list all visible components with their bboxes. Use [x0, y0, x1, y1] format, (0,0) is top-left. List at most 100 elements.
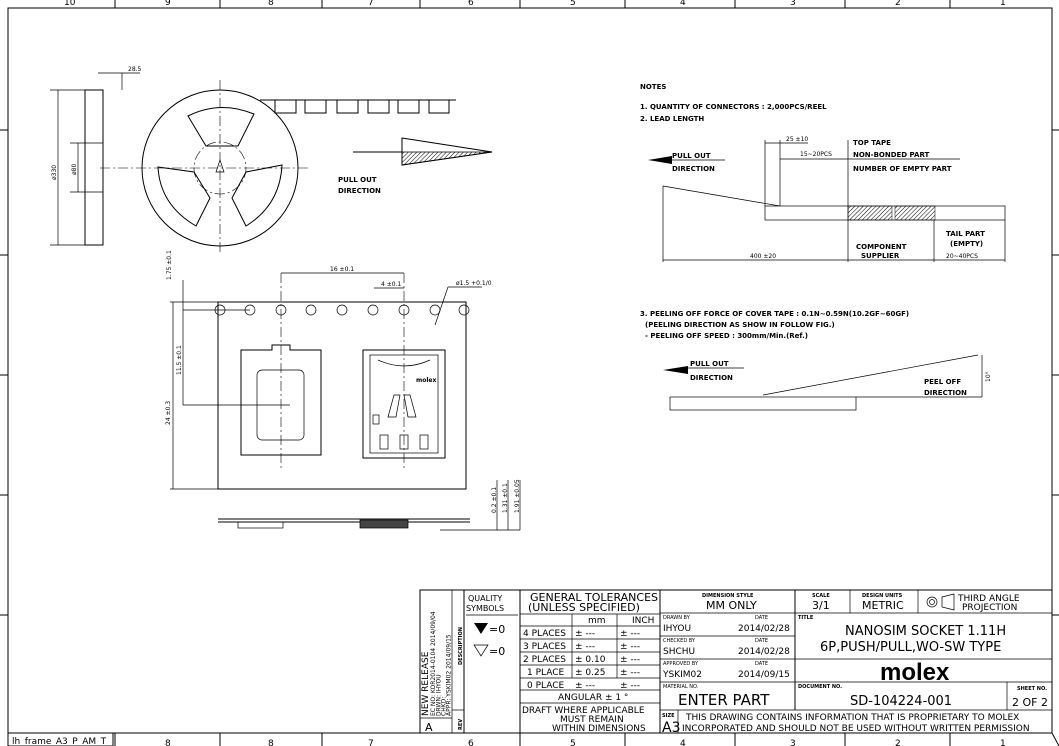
- title-block-approved-date-label: 2014/09/15: [738, 670, 790, 680]
- tape-dim-t3-label: 1.91 ±0.05: [514, 479, 521, 513]
- notes-n3b-label: (PEELING DIRECTION AS SHOW IN FOLLOW FIG…: [645, 321, 835, 329]
- title-block-q1-label: =0: [489, 623, 505, 636]
- rect-mark: [359, 519, 409, 529]
- title-block-tol-rows-3-1-label: ± 0.25: [575, 668, 605, 678]
- title-block-checked-date-label: 2014/02/28: [738, 647, 790, 657]
- title-block-mm-label: mm: [588, 616, 606, 626]
- reel-direction-label: DIRECTION: [338, 187, 381, 195]
- notes-peel-pull-out-label: PULL OUT: [690, 360, 729, 368]
- circle-mark: [926, 596, 938, 608]
- rect-mark: [367, 99, 390, 114]
- title-block-inch-label: INCH: [632, 616, 654, 626]
- title-block-tol-rows-0-2-label: ± ---: [620, 629, 640, 639]
- tape-dim-edge-label: 1.75 ±0.1: [166, 250, 173, 280]
- empty-pocket: [240, 344, 322, 456]
- title-block-projection2-label: PROJECTION: [962, 603, 1017, 613]
- notes-lead-pcs-15-label: 15~20PCS: [800, 151, 832, 158]
- title-block-rev-lines-3-label: CHKD:: [441, 697, 448, 716]
- notes-lead-tail-label: TAIL PART: [946, 230, 985, 238]
- title-block-title1-label: NANOSIM SOCKET 1.11H: [845, 624, 1006, 639]
- path-mark: [403, 394, 417, 418]
- notes-peel-peel-off-label: PEEL OFF: [924, 378, 961, 386]
- zones-bottom-1-label: 8: [268, 739, 274, 746]
- title-block-tol-rows-4-2-label: ± ---: [620, 681, 640, 691]
- title-block-tol-rows-2-2-label: ± ---: [620, 655, 640, 665]
- zones-top-1-label: 9: [165, 0, 171, 8]
- title-block-approved-by-label: YSKIM02: [662, 670, 702, 680]
- notes-lead-pcs-20-label: 20~40PCS: [946, 253, 978, 260]
- notes-peel-direction-label: DIRECTION: [690, 374, 733, 382]
- notes-lead-top-tape-label: TOP TAPE: [853, 139, 891, 147]
- notes: NOTES 1. QUANTITY OF CONNECTORS : 2,000P…: [640, 83, 1006, 411]
- tape-dim-hole-pitch-label: 4 ±0.1: [381, 281, 401, 288]
- title-block-q2-label: =0: [489, 645, 505, 658]
- rect-mark: [894, 205, 936, 221]
- title-block-tol-rows-1-0-label: 3 PLACES: [523, 642, 566, 652]
- zones-top-7-label: 3: [790, 0, 796, 8]
- title-block-rev-lines-4-label: APPR: YSKIM02 2014/09/15: [446, 634, 453, 716]
- zones-top-6-label: 4: [680, 0, 686, 8]
- title-block-drawn-date-label: 2014/02/28: [738, 624, 790, 634]
- rect-mark: [669, 396, 857, 411]
- title-block-tol-rows-2-0-label: 2 PLACES: [523, 655, 566, 665]
- title-block-angular-label: ANGULAR ± 1 °: [558, 693, 628, 703]
- path-mark: [387, 394, 401, 418]
- reel-dim-outer-label: ø330: [51, 165, 58, 180]
- title-block-tol-rows-3-0-label: 1 PLACE: [527, 668, 565, 678]
- title-block-checked-by-label-label: CHECKED BY: [663, 638, 696, 644]
- tape-dim-t1-label: 0.2 ±0.1: [491, 487, 498, 513]
- title-block-tol-rows-0-1-label: ± ---: [575, 629, 595, 639]
- title-block-rev-lines-1-label: EC NO: KOR2014-0104 2014/09/04: [430, 611, 437, 716]
- reel-dim-hub-label: ø80: [71, 164, 78, 175]
- title-block-prop1-label: THIS DRAWING CONTAINS INFORMATION THAT I…: [685, 713, 1019, 723]
- path-mark: [941, 593, 955, 611]
- reel-view: 28.5 ø330 ø80 PULL OUT DIRECTION: [50, 66, 493, 255]
- rect-mark: [397, 99, 420, 114]
- title-block-rev-lines-2-label: DRWN: IHYOU: [436, 674, 443, 716]
- zones-bottom-4-label: 5: [570, 739, 576, 746]
- notes-lead-dim-25-label: 25 ±10: [786, 136, 808, 143]
- circle-mark: [929, 599, 935, 605]
- line-mark: [662, 185, 781, 207]
- rect-mark: [399, 434, 409, 450]
- title-block-sheet-label: 2 OF 2: [1012, 696, 1048, 709]
- title-block-rev-label-label: REV: [458, 719, 464, 730]
- rect-mark: [304, 99, 327, 114]
- tape-logo-label: molex: [416, 377, 437, 384]
- third-angle-projection-icon: [926, 593, 955, 611]
- title-block-drawn-by-label: IHYOU: [663, 624, 691, 634]
- title-block-checked-by-label: SHCHU: [663, 647, 695, 657]
- rect-mark: [419, 434, 429, 450]
- rect-mark: [369, 354, 439, 454]
- notes-lead-supplier-label: SUPPLIER: [861, 252, 900, 260]
- zones-bottom-3-label: 6: [468, 739, 474, 746]
- circle-mark: [336, 304, 348, 316]
- tape-side-view: 0.2 ±0.1 1.31 ±0.1 1.91 ±0.05: [218, 479, 521, 531]
- zones-top-0-label: 10: [64, 0, 76, 8]
- title-block-unless-label: (UNLESS SPECIFIED): [528, 601, 640, 614]
- path-mark: [473, 644, 489, 657]
- title-block-tol-rows-4-0-label: 0 PLACE: [527, 681, 565, 691]
- path-mark: [231, 164, 283, 227]
- reel-pull-out-label: PULL OUT: [338, 176, 377, 184]
- path-mark: [648, 156, 672, 164]
- path-mark: [474, 623, 488, 634]
- zones-bottom-6-label: 3: [790, 739, 796, 746]
- circle-mark: [305, 304, 317, 316]
- title-block-tol-rows-1-1-label: ± ---: [575, 642, 595, 652]
- notes-lead-empty-label: NUMBER OF EMPTY PART: [853, 165, 952, 173]
- connector-pocket: [362, 349, 446, 459]
- title-block-draft3-label: WITHIN DIMENSIONS: [552, 724, 646, 734]
- zones-bottom-5-label: 4: [680, 739, 686, 746]
- title-block-sheet-label-label: SHEET NO.: [1017, 686, 1047, 692]
- tape-dim-t2-label: 1.31 ±0.1: [502, 483, 509, 513]
- rect-mark: [847, 205, 893, 221]
- rect-mark: [274, 99, 297, 114]
- title-block-doc-no-label: SD-104224-001: [850, 694, 952, 709]
- notes-n3a-label: 3. PEELING OFF FORCE OF COVER TAPE : 0.1…: [640, 310, 909, 318]
- title-block-drawn-by-label-label: DRAWN BY: [663, 615, 691, 621]
- title-block-draft1-label: DRAFT WHERE APPLICABLE: [522, 706, 645, 716]
- zones-top-2-label: 8: [268, 0, 274, 8]
- reel-side: [84, 89, 104, 246]
